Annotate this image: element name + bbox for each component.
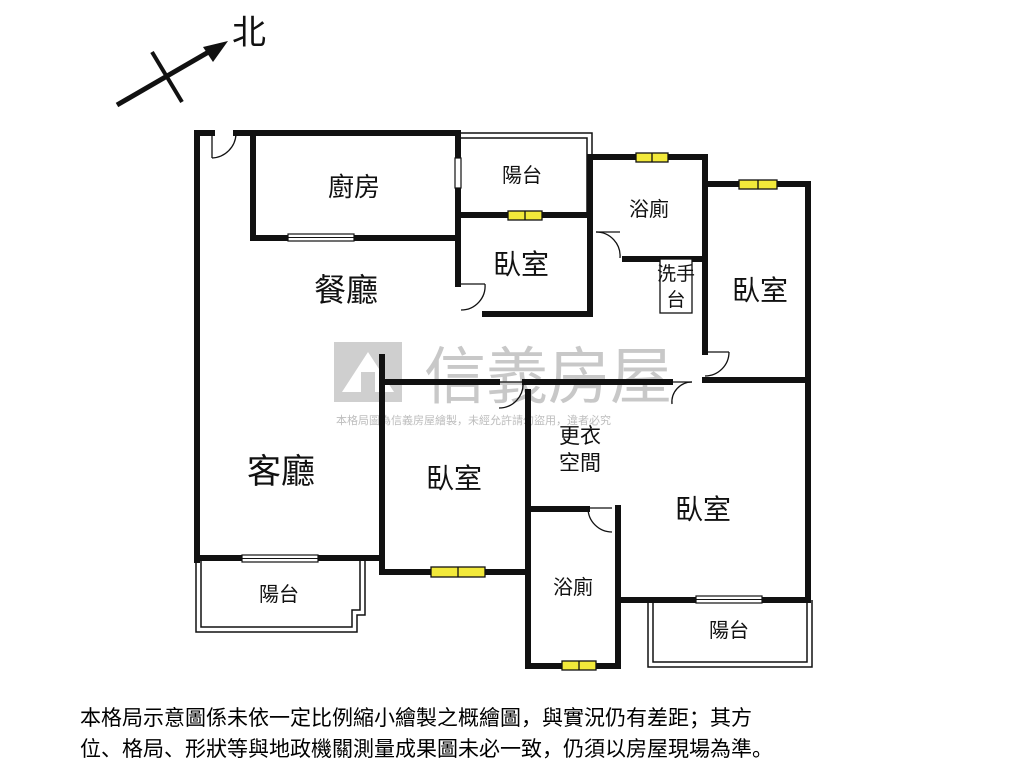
compass-north-label: 北 xyxy=(232,13,266,53)
disclaimer-line-2: 位、格局、形狀等與地政機關測量成果圖未必一致，仍須以房屋現場為準。 xyxy=(80,737,773,761)
balcony-top-sliding-door xyxy=(454,157,462,189)
room-label-dining: 餐廳 xyxy=(314,271,378,309)
bath-bottom-door-icon xyxy=(587,507,613,533)
room-label-balcony-right: 陽台 xyxy=(709,618,749,642)
watermark-brand: 信義房屋 xyxy=(424,340,672,413)
windows xyxy=(430,152,778,671)
kitchen-sliding-door xyxy=(287,233,355,242)
window-bath-top xyxy=(635,152,669,163)
compass-arrow-shaft xyxy=(115,47,214,108)
window-bath-bottom xyxy=(561,660,597,671)
washbasin-counter xyxy=(659,258,693,314)
balcony-left-outline xyxy=(195,558,366,633)
bedroom-middle-door-icon xyxy=(497,381,524,409)
watermark-logo-icon xyxy=(334,342,402,402)
watermark-notice: 本格局圖為信義房屋繪製，未經允許請勿盜用，違者必究 xyxy=(336,413,611,427)
window-bedroom-right xyxy=(738,179,778,190)
bedroom-right-door-icon xyxy=(704,351,730,377)
room-label-living: 客廳 xyxy=(247,452,315,492)
room-label-bedroom-small: 臥室 xyxy=(493,248,549,281)
room-label-bath-bottom: 浴廁 xyxy=(553,575,593,599)
room-label-balcony-left: 陽台 xyxy=(259,582,299,606)
watermark: 信義房屋 本格局圖為信義房屋繪製，未經允許請勿盜用，違者必究 xyxy=(334,340,672,427)
disclaimer-line-1: 本格局示意圖係未依一定比例縮小繪製之概繪圖，與實況仍有差距；其方 xyxy=(80,706,752,730)
room-label-closet-line2: 空間 xyxy=(559,451,601,475)
window-bedroom-small xyxy=(507,210,543,221)
room-label-kitchen: 廚房 xyxy=(328,173,380,203)
room-label-bedroom-master: 臥室 xyxy=(675,493,731,526)
window-bedroom-middle xyxy=(430,566,486,578)
room-label-washbasin-line2: 台 xyxy=(666,289,685,311)
entry-door-icon xyxy=(211,133,237,159)
room-label-closet-line1: 更衣 xyxy=(559,424,601,448)
room-label-bath-top: 浴廁 xyxy=(629,197,669,221)
room-label-bedroom-right: 臥室 xyxy=(732,274,788,307)
room-labels: 廚房 陽台 浴廁 餐廳 臥室 洗手 台 臥室 客廳 臥室 更衣 空間 臥室 浴廁… xyxy=(247,163,788,642)
master-sliding-door xyxy=(695,595,763,604)
room-label-bedroom-middle: 臥室 xyxy=(426,462,482,495)
room-label-washbasin-line1: 洗手 xyxy=(657,263,695,285)
compass-arrow-head-icon xyxy=(203,41,228,62)
room-label-balcony-top: 陽台 xyxy=(502,163,542,187)
compass-cross-line xyxy=(150,50,184,104)
walls xyxy=(194,130,811,669)
closet-door-icon xyxy=(671,381,693,405)
bath-top-door-icon xyxy=(595,231,621,259)
disclaimer: 本格局示意圖係未依一定比例縮小繪製之概繪圖，與實況仍有差距；其方 位、格局、形狀… xyxy=(80,703,980,765)
balcony-right-outline xyxy=(647,600,813,668)
doors xyxy=(211,133,730,533)
living-sliding-door xyxy=(241,554,319,563)
sliding-doors xyxy=(241,157,763,604)
bedroom-small-door-icon xyxy=(460,283,486,311)
compass: 北 xyxy=(115,13,266,108)
